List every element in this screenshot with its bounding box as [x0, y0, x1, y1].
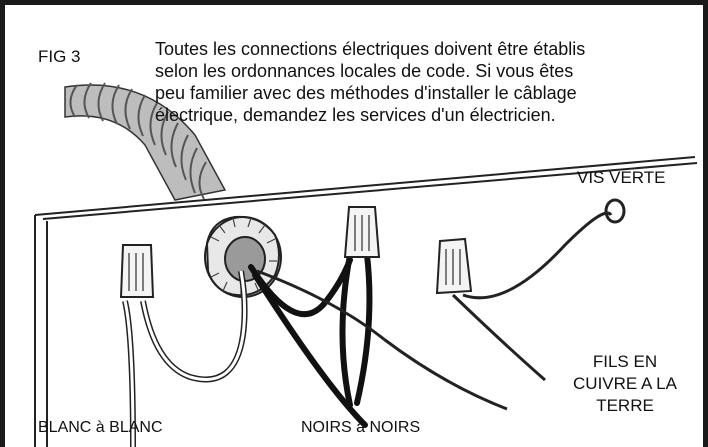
notice-line: électrique, demandez les services d'un é… — [155, 105, 556, 125]
ground-wires-label: FILS EN CUIVRE A LA TERRE — [545, 351, 705, 417]
notice-line: peu familier avec des méthodes d'install… — [155, 83, 577, 103]
wire-nut-ground — [435, 237, 473, 295]
wire-nut-black — [343, 206, 381, 258]
green-screw-icon — [604, 198, 626, 224]
white-to-white-label: BLANC à BLANC — [38, 419, 163, 436]
white-wires — [122, 270, 248, 447]
safety-notice: Toutes les connections électriques doive… — [155, 38, 695, 126]
black-to-black-label: NOIRS à NOIRS — [301, 419, 421, 436]
green-screw-label: VIS VERTE — [577, 168, 666, 187]
wire-nut-white — [119, 244, 155, 298]
figure-number: FIG 3 — [38, 47, 81, 66]
wiring-illustration — [34, 82, 698, 447]
notice-line: selon les ordonnances locales de code. S… — [155, 61, 574, 81]
ground-wires — [256, 211, 613, 411]
ground-label-line: CUIVRE A LA — [573, 374, 677, 393]
junction-box — [34, 156, 698, 447]
ground-label-line: TERRE — [596, 396, 654, 415]
notice-line: Toutes les connections électriques doive… — [155, 39, 586, 59]
flexible-conduit — [64, 82, 227, 201]
ground-label-line: FILS EN — [592, 352, 658, 371]
cable-connector — [204, 215, 282, 298]
black-wires — [248, 252, 373, 428]
